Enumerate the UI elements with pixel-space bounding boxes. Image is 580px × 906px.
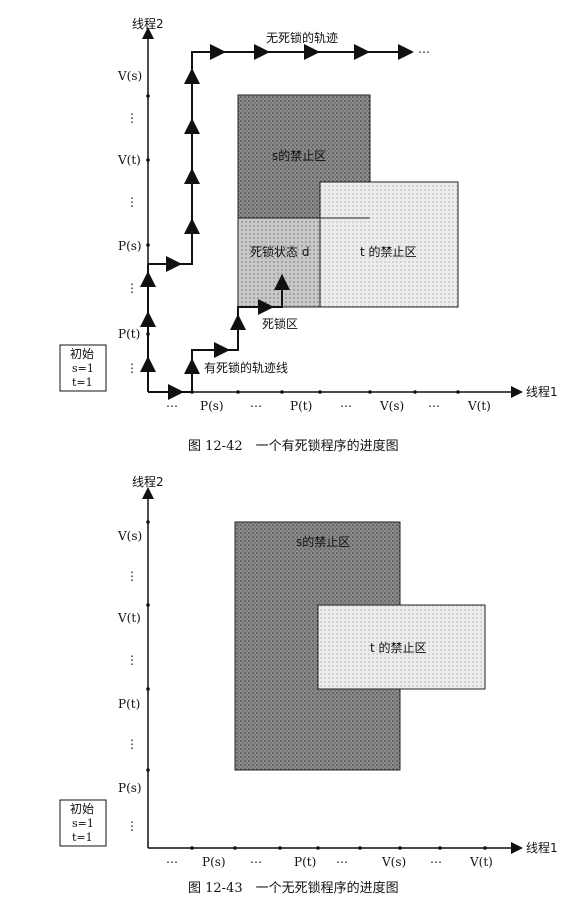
x-tick-label: ⋯ [336, 855, 348, 869]
y-axis-title: 线程2 [132, 16, 164, 31]
t-region-label: t 的禁止区 [370, 640, 427, 655]
x-tick-label: V(t) [467, 399, 491, 413]
figure-2-caption: 图 12-43 一个无死锁程序的进度图 [188, 880, 399, 896]
y-axis-title: 线程2 [132, 474, 164, 489]
deadlock-region-label: 死锁区 [262, 316, 298, 331]
y-tick-label: P(s) [118, 239, 142, 253]
x-tick-label: V(s) [379, 399, 404, 413]
y-tick-label: V(s) [117, 529, 142, 543]
y-tick-label: ⋮ [126, 819, 138, 833]
y-tick-label: ⋮ [126, 361, 138, 375]
x-axis-title: 线程1 [526, 840, 558, 855]
init-box-line: 初始 [70, 347, 94, 361]
t-region-label: t 的禁止区 [360, 244, 417, 259]
init-box-line: t=1 [72, 376, 93, 389]
y-tick-label: P(s) [118, 781, 142, 795]
x-tick-label: ⋯ [250, 399, 262, 413]
x-tick-label: P(s) [200, 399, 224, 413]
y-tick-label: V(t) [117, 153, 141, 167]
no-deadlock-path-ellipsis: ⋯ [418, 45, 430, 59]
figure-1-caption: 图 12-42 一个有死锁程序的进度图 [188, 438, 399, 454]
figure-1: 线程2 线程1 V(s) ⋮ V(t) ⋮ P(s) ⋮ P(t) ⋮ ⋯ P(… [59, 16, 558, 454]
x-axis-title: 线程1 [526, 384, 558, 399]
init-box-line: s=1 [72, 362, 94, 375]
x-tick-label: V(t) [469, 855, 493, 869]
init-box-line: t=1 [72, 831, 93, 844]
x-tick-label: ⋯ [340, 399, 352, 413]
s-region-label: s的禁止区 [272, 148, 326, 163]
x-tick-label: P(t) [290, 399, 312, 413]
t-forbidden-region [319, 181, 459, 308]
x-tick-label: ⋯ [250, 855, 262, 869]
init-box [59, 344, 107, 392]
x-tick-dots [190, 846, 487, 850]
y-tick-label: ⋮ [126, 569, 138, 583]
y-tick-label: V(t) [117, 611, 141, 625]
x-tick-label: P(t) [294, 855, 316, 869]
s-region-label: s的禁止区 [296, 534, 350, 549]
deadlock-trajectory [148, 274, 290, 400]
x-tick-label: V(s) [381, 855, 406, 869]
init-box-line: 初始 [70, 802, 94, 816]
y-tick-label: ⋮ [126, 281, 138, 295]
x-tick-label: ⋯ [430, 855, 442, 869]
y-tick-label: V(s) [117, 69, 142, 83]
x-tick-label: ⋯ [166, 399, 178, 413]
y-tick-label: ⋮ [126, 737, 138, 751]
init-box [59, 799, 107, 847]
y-tick-label: P(t) [118, 697, 140, 711]
no-deadlock-trajectory [140, 44, 414, 392]
x-tick-label: ⋯ [166, 855, 178, 869]
deadlock-state-label: 死锁状态 d [250, 244, 309, 259]
y-tick-label: ⋮ [126, 653, 138, 667]
x-tick-label: P(s) [202, 855, 226, 869]
no-deadlock-path-label: 无死锁的轨迹 [266, 30, 338, 45]
figure-2: 线程2 线程1 V(s) ⋮ V(t) ⋮ P(t) ⋮ P(s) ⋮ ⋯ P(… [59, 474, 558, 896]
init-box-line: s=1 [72, 817, 94, 830]
y-tick-label: P(t) [118, 327, 140, 341]
y-tick-dots [146, 520, 150, 772]
t-forbidden-region [317, 604, 486, 690]
x-tick-label: ⋯ [428, 399, 440, 413]
deadlock-state-region [237, 217, 321, 308]
y-tick-label: ⋮ [126, 195, 138, 209]
y-tick-label: ⋮ [126, 111, 138, 125]
deadlock-path-label: 有死锁的轨迹线 [204, 360, 288, 375]
